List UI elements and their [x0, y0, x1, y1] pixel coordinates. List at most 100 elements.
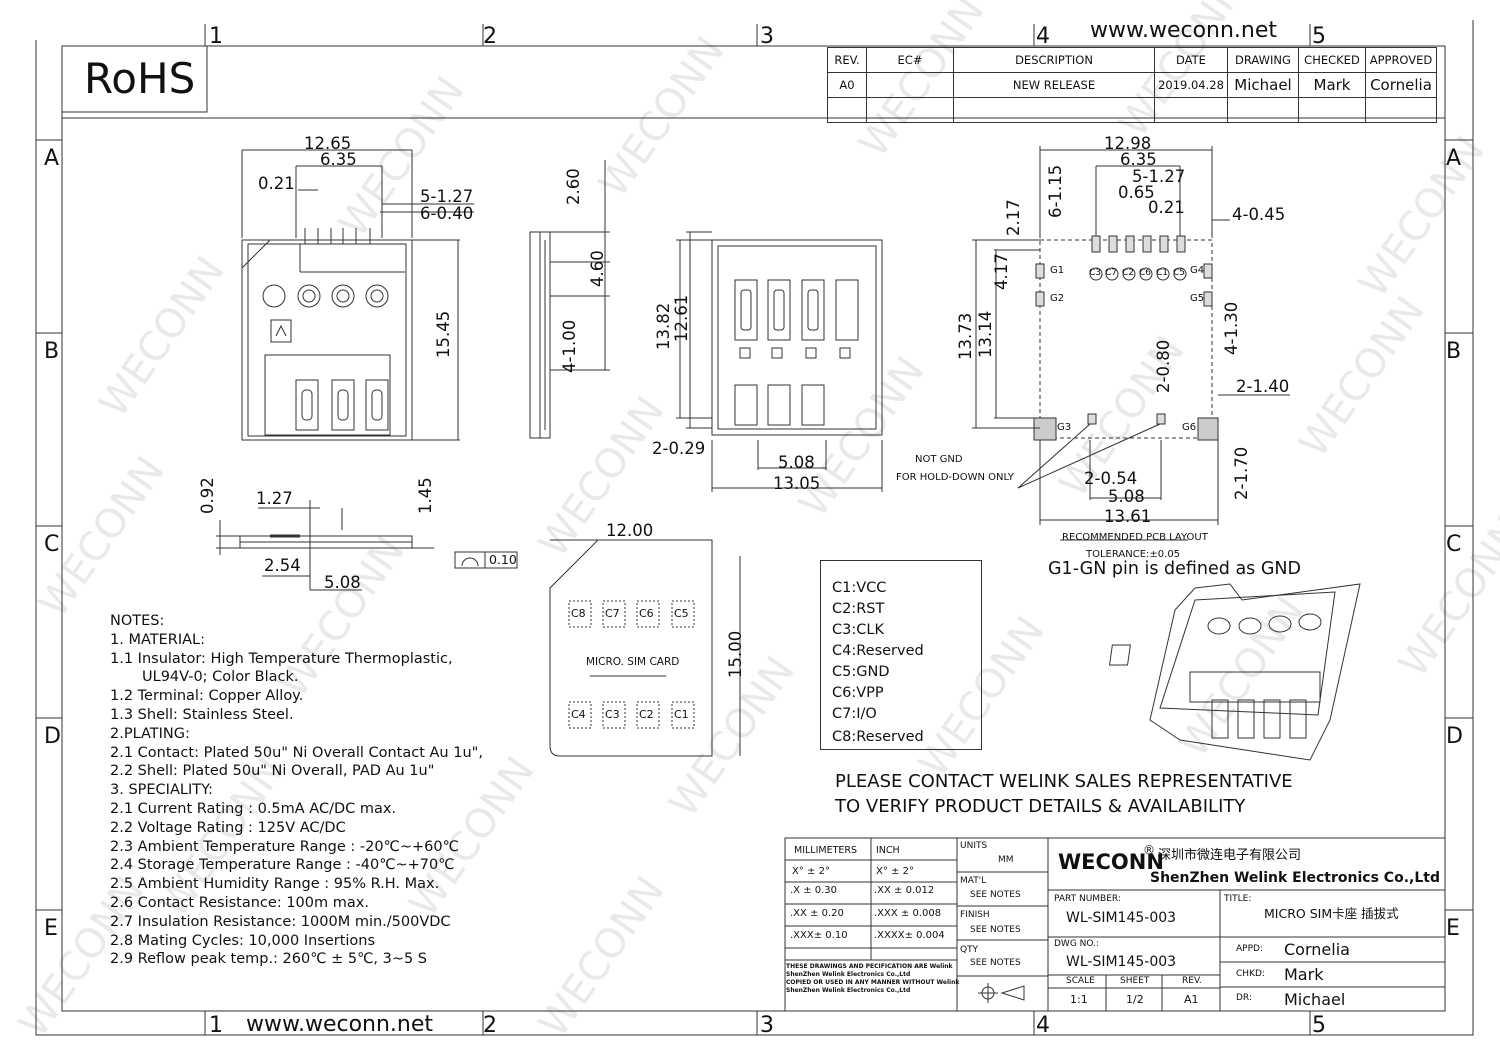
connector-top-view	[241, 149, 474, 441]
appd-value: Cornelia	[1284, 940, 1350, 959]
not-gnd-note: NOT GND	[915, 454, 963, 465]
dim-pcb-6-1-15: 6-1.15	[1046, 164, 1065, 218]
part-number-label: PART NUMBER:	[1054, 894, 1121, 904]
zone-col-5-bottom: 5	[1312, 1013, 1326, 1038]
pad-label-c5: C5	[1173, 268, 1186, 278]
tol-header-mm: MILLIMETERS	[794, 845, 858, 856]
dim-pcb-13-73: 13.73	[956, 312, 975, 360]
tol-mm-angle: X° ± 2°	[792, 866, 830, 877]
chkd-label: CHKD:	[1236, 969, 1265, 979]
tol-in-xxx: .XXXX± 0.004	[874, 930, 945, 941]
company-name-cn: 深圳市微连电子有限公司	[1158, 848, 1302, 863]
dim-top-6-0-40: 6-0.40	[420, 204, 474, 223]
dim-pcb-5-1-27: 5-1.27	[1132, 167, 1186, 186]
tol-header-inch: INCH	[876, 845, 900, 856]
rev-checked: Mark	[1298, 72, 1366, 98]
dwg-no-label: DWG NO.:	[1054, 939, 1100, 949]
notes-line: 2.2 Voltage Rating : 125V AC/DC	[110, 819, 346, 836]
connector-isometric-view	[1108, 583, 1361, 761]
sim-contact-c8: C8	[571, 607, 586, 620]
dim-pcb-4-0-45: 4-0.45	[1232, 205, 1286, 224]
dim-front-1-45: 1.45	[416, 477, 435, 514]
website-bottom[interactable]: www.weconn.net	[246, 1012, 434, 1037]
contact-notice-line1: PLEASE CONTACT WELINK SALES REPRESENTATI…	[835, 771, 1293, 792]
pad-label-c3: C3	[1089, 268, 1102, 278]
sim-card-outline	[549, 539, 741, 757]
dr-value: Michael	[1284, 990, 1346, 1009]
company-name-en: ShenZhen Welink Electronics Co.,Ltd	[1150, 870, 1440, 886]
notes-line: 2.9 Reflow peak temp.: 260℃ ± 5℃, 3~5 S	[110, 951, 428, 968]
revision-table: REV. EC# DESCRIPTION DATE DRAWING CHECKE…	[827, 47, 1437, 123]
zone-row-b-left: B	[44, 339, 60, 364]
pad-label-g4: G4	[1190, 265, 1205, 276]
sim-contact-c4: C4	[571, 708, 586, 721]
rev-header-rev: REV.	[827, 47, 867, 73]
tol-in-xx: .XXX ± 0.008	[874, 908, 942, 919]
rev-header-ec: EC#	[866, 47, 954, 73]
dim-side-4-60: 4.60	[588, 250, 607, 287]
zone-col-1-bottom: 1	[209, 1013, 223, 1038]
disclaimer-line1: THESE DRAWINGS AND PECIFICATION ARE Weli…	[786, 963, 953, 970]
finish-label: FINISH	[960, 910, 990, 920]
notes-line: 2.3 Ambient Temperature Range : -20℃~+60…	[110, 838, 459, 855]
pad-label-c2: C2	[1122, 268, 1135, 278]
tol-in-angle: X° ± 2°	[876, 866, 914, 877]
dim-pcb-0-21: 0.21	[1148, 198, 1185, 217]
part-number: WL-SIM145-003	[1066, 910, 1177, 926]
connector-front-view	[216, 500, 518, 591]
watermark-text: WECONN	[531, 869, 674, 1046]
dim-bottom-2-0-29: 2-0.29	[652, 439, 706, 458]
zone-col-3-bottom: 3	[760, 1013, 774, 1038]
dim-top-0-21: 0.21	[258, 174, 295, 193]
website-top[interactable]: www.weconn.net	[1090, 18, 1278, 43]
rev-description: NEW RELEASE	[953, 72, 1155, 98]
matl-label: MAT'L	[960, 876, 987, 886]
dim-bottom-5-08: 5.08	[778, 453, 815, 472]
chkd-value: Mark	[1284, 965, 1324, 984]
sim-contact-c2: C2	[639, 708, 654, 721]
zone-row-e-right: E	[1446, 916, 1460, 941]
rev-date: 2019.04.28	[1154, 72, 1228, 98]
rev-header-drawing: DRAWING	[1227, 47, 1299, 73]
zone-row-c-right: C	[1446, 532, 1462, 557]
notes-line: NOTES:	[110, 613, 165, 629]
zone-col-3-top: 3	[760, 24, 774, 49]
dim-pcb-0-65: 0.65	[1118, 183, 1155, 202]
pin-map-c8: C8:Reserved	[832, 729, 924, 745]
finish-value: SEE NOTES	[970, 925, 1021, 935]
qty-value: SEE NOTES	[970, 958, 1021, 968]
notes-line: 1. MATERIAL:	[110, 631, 206, 648]
disclaimer-line4: ShenZhen Welink Electronics Co.,Ltd	[786, 987, 911, 994]
pad-label-c7: C7	[1105, 268, 1118, 278]
pin-map-c1: C1:VCC	[832, 580, 887, 596]
dim-pcb-12-98: 12.98	[1104, 134, 1152, 153]
watermark-text: WECONN	[1291, 289, 1434, 466]
zone-col-2-top: 2	[483, 24, 497, 49]
dim-sim-12-00: 12.00	[606, 521, 654, 540]
dim-pcb-13-14: 13.14	[976, 310, 995, 358]
dim-pcb-4-17: 4.17	[992, 253, 1011, 290]
rev-approved: Cornelia	[1365, 72, 1437, 98]
zone-row-a-left: A	[44, 146, 60, 171]
zone-row-e-left: E	[44, 916, 58, 941]
pad-label-g2: G2	[1050, 293, 1065, 304]
pad-label-g5: G5	[1190, 293, 1205, 304]
watermark-text: WECONN	[591, 29, 734, 206]
notes-line: 1.1 Insulator: High Temperature Thermopl…	[110, 650, 453, 667]
rev-header-approved: APPROVED	[1365, 47, 1437, 73]
disclaimer-line3: COPIED OR USED IN ANY MANNER WITHOUT Wel…	[786, 979, 960, 986]
dim-side-2-60: 2.60	[564, 168, 583, 205]
brand-logo: WECONN	[1058, 850, 1164, 874]
dim-front-1-27: 1.27	[256, 489, 293, 508]
flatness-tolerance: 0.10	[489, 552, 517, 567]
notes-line: UL94V-0; Color Black.	[142, 669, 299, 686]
tol-in-x: .XX ± 0.012	[874, 885, 935, 896]
notes-line: 2.4 Storage Temperature Range : -40℃~+70…	[110, 857, 455, 874]
sheet-value: 1/2	[1126, 993, 1144, 1006]
zone-row-b-right: B	[1446, 339, 1462, 364]
zone-col-4-bottom: 4	[1036, 1013, 1050, 1038]
dim-top-12-65: 12.65	[304, 134, 352, 153]
dim-pcb-2-1-40: 2-1.40	[1236, 377, 1290, 396]
dr-label: DR:	[1236, 993, 1252, 1003]
dim-pcb-4-1-30: 4-1.30	[1222, 301, 1241, 355]
